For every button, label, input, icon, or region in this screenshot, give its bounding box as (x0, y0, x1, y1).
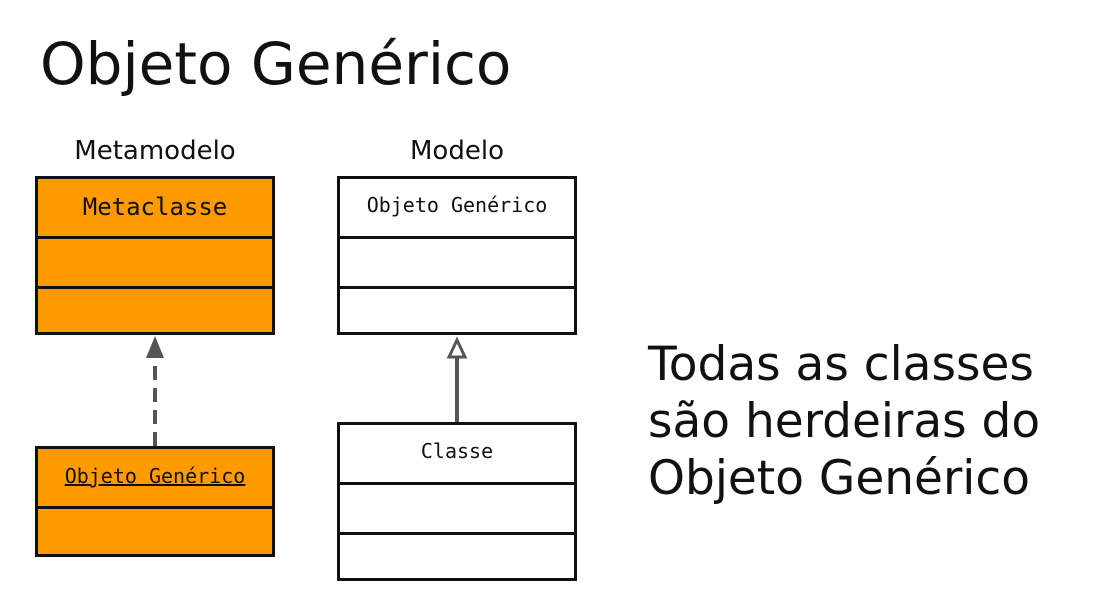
generic-object-instance-name: Objeto Genérico (64, 464, 246, 488)
metaclass-name: Metaclasse (82, 193, 228, 221)
generalization-arrow (446, 336, 468, 422)
note-line-1: Todas as classes (648, 337, 1034, 392)
note-line-2: são herdeiras do (648, 394, 1041, 449)
classe-attributes (340, 482, 574, 532)
classe-operations (340, 532, 574, 578)
metamodel-label: Metamodelo (74, 136, 236, 166)
classe-name: Classe (420, 439, 494, 463)
generic-object-class-name: Objeto Genérico (366, 193, 548, 217)
metaclass-box: Metaclasse (35, 176, 275, 335)
generic-object-class-attributes (340, 236, 574, 286)
explanatory-note: Todas as classes são herdeiras do Objeto… (648, 336, 1040, 507)
model-label: Modelo (410, 136, 504, 166)
generic-object-class-operations (340, 286, 574, 332)
metaclass-operations-section (38, 286, 272, 332)
note-line-3: Objeto Genérico (648, 451, 1030, 506)
slide-title: Objeto Genérico (40, 30, 512, 98)
metaclass-attributes-section (38, 236, 272, 286)
generic-object-instance-box: Objeto Genérico (35, 446, 275, 557)
classe-box: Classe (337, 422, 577, 581)
generic-object-class-box: Objeto Genérico (337, 176, 577, 335)
generic-object-instance-section (38, 506, 272, 554)
instantiation-arrow (146, 336, 164, 446)
